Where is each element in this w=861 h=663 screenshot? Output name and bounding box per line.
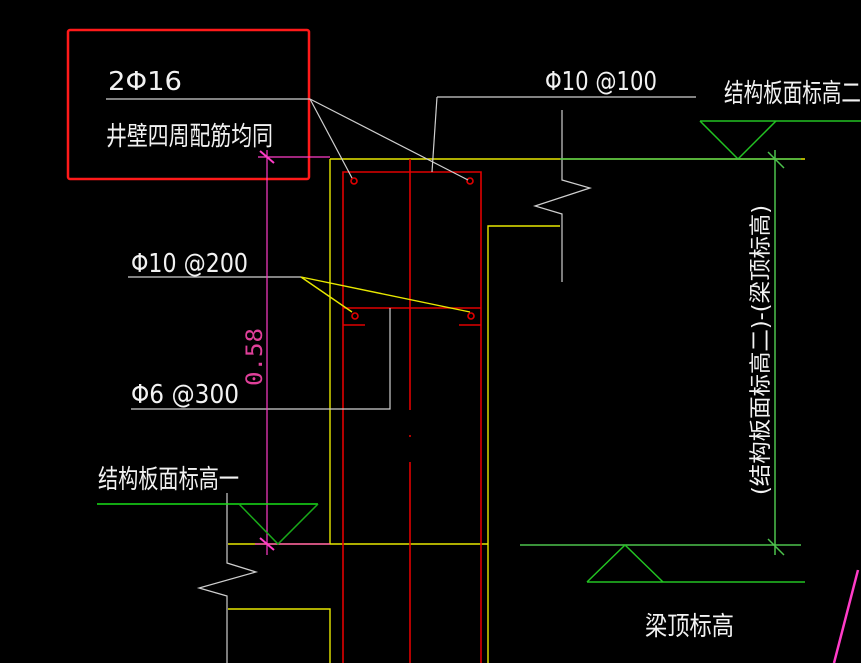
rebar-dot-top-left xyxy=(350,177,358,185)
dimension-value-label: 0.58 xyxy=(243,328,268,386)
break-line-right xyxy=(532,110,593,282)
label-vertical-dimension: (结构板面标高二)-(梁顶标高) xyxy=(749,205,774,495)
label-phi6-300: Φ6 @300 xyxy=(131,380,239,410)
label-beam-top-elevation: 梁顶标高 xyxy=(645,612,734,642)
leader-2phi16-to-right xyxy=(309,98,469,181)
label-phi10-200: Φ10 @200 xyxy=(131,249,248,279)
elev-left-triangle xyxy=(238,503,319,546)
highlight-box[interactable] xyxy=(66,28,311,181)
rebar-outer-loop xyxy=(342,171,482,663)
leader-lines xyxy=(106,96,696,663)
label-slab-elevation-2: 结构板面标高二 xyxy=(724,79,861,109)
label-wall-rebar-note: 井壁四周配筋均同 xyxy=(106,122,273,152)
vertical-dim-tick-bottom xyxy=(767,538,785,556)
dimension-tick-top xyxy=(259,150,275,164)
magenta-diagonal-line xyxy=(832,569,860,663)
label-slab-elevation-1: 结构板面标高一 xyxy=(98,465,239,495)
rebar-group xyxy=(342,159,482,663)
label-2phi16: 2Φ16 xyxy=(108,67,182,97)
leader-phi6-300 xyxy=(131,308,391,410)
rebar-dot-mid-right xyxy=(467,312,475,320)
leader-phi10-200-left xyxy=(300,276,353,313)
slab-lower-outline xyxy=(228,608,331,663)
leader-phi10-200-right xyxy=(300,276,471,313)
rebar-dot-top-right xyxy=(466,177,474,185)
label-phi10-100: Φ10 @100 xyxy=(545,67,657,97)
leader-phi10-100-down xyxy=(431,96,438,173)
elev-beam-triangle xyxy=(586,543,664,583)
break-line-left xyxy=(196,493,259,663)
leader-2phi16-to-left xyxy=(309,98,353,179)
dimension-058 xyxy=(255,150,860,663)
elevation-marks xyxy=(97,120,861,583)
wall-right-step xyxy=(487,225,560,663)
vertical-dim-tick-top xyxy=(767,151,785,169)
dimension-tick-bottom xyxy=(259,537,275,551)
leader-phi10-200 xyxy=(300,276,471,313)
rebar-dot-mid-left xyxy=(351,312,359,320)
